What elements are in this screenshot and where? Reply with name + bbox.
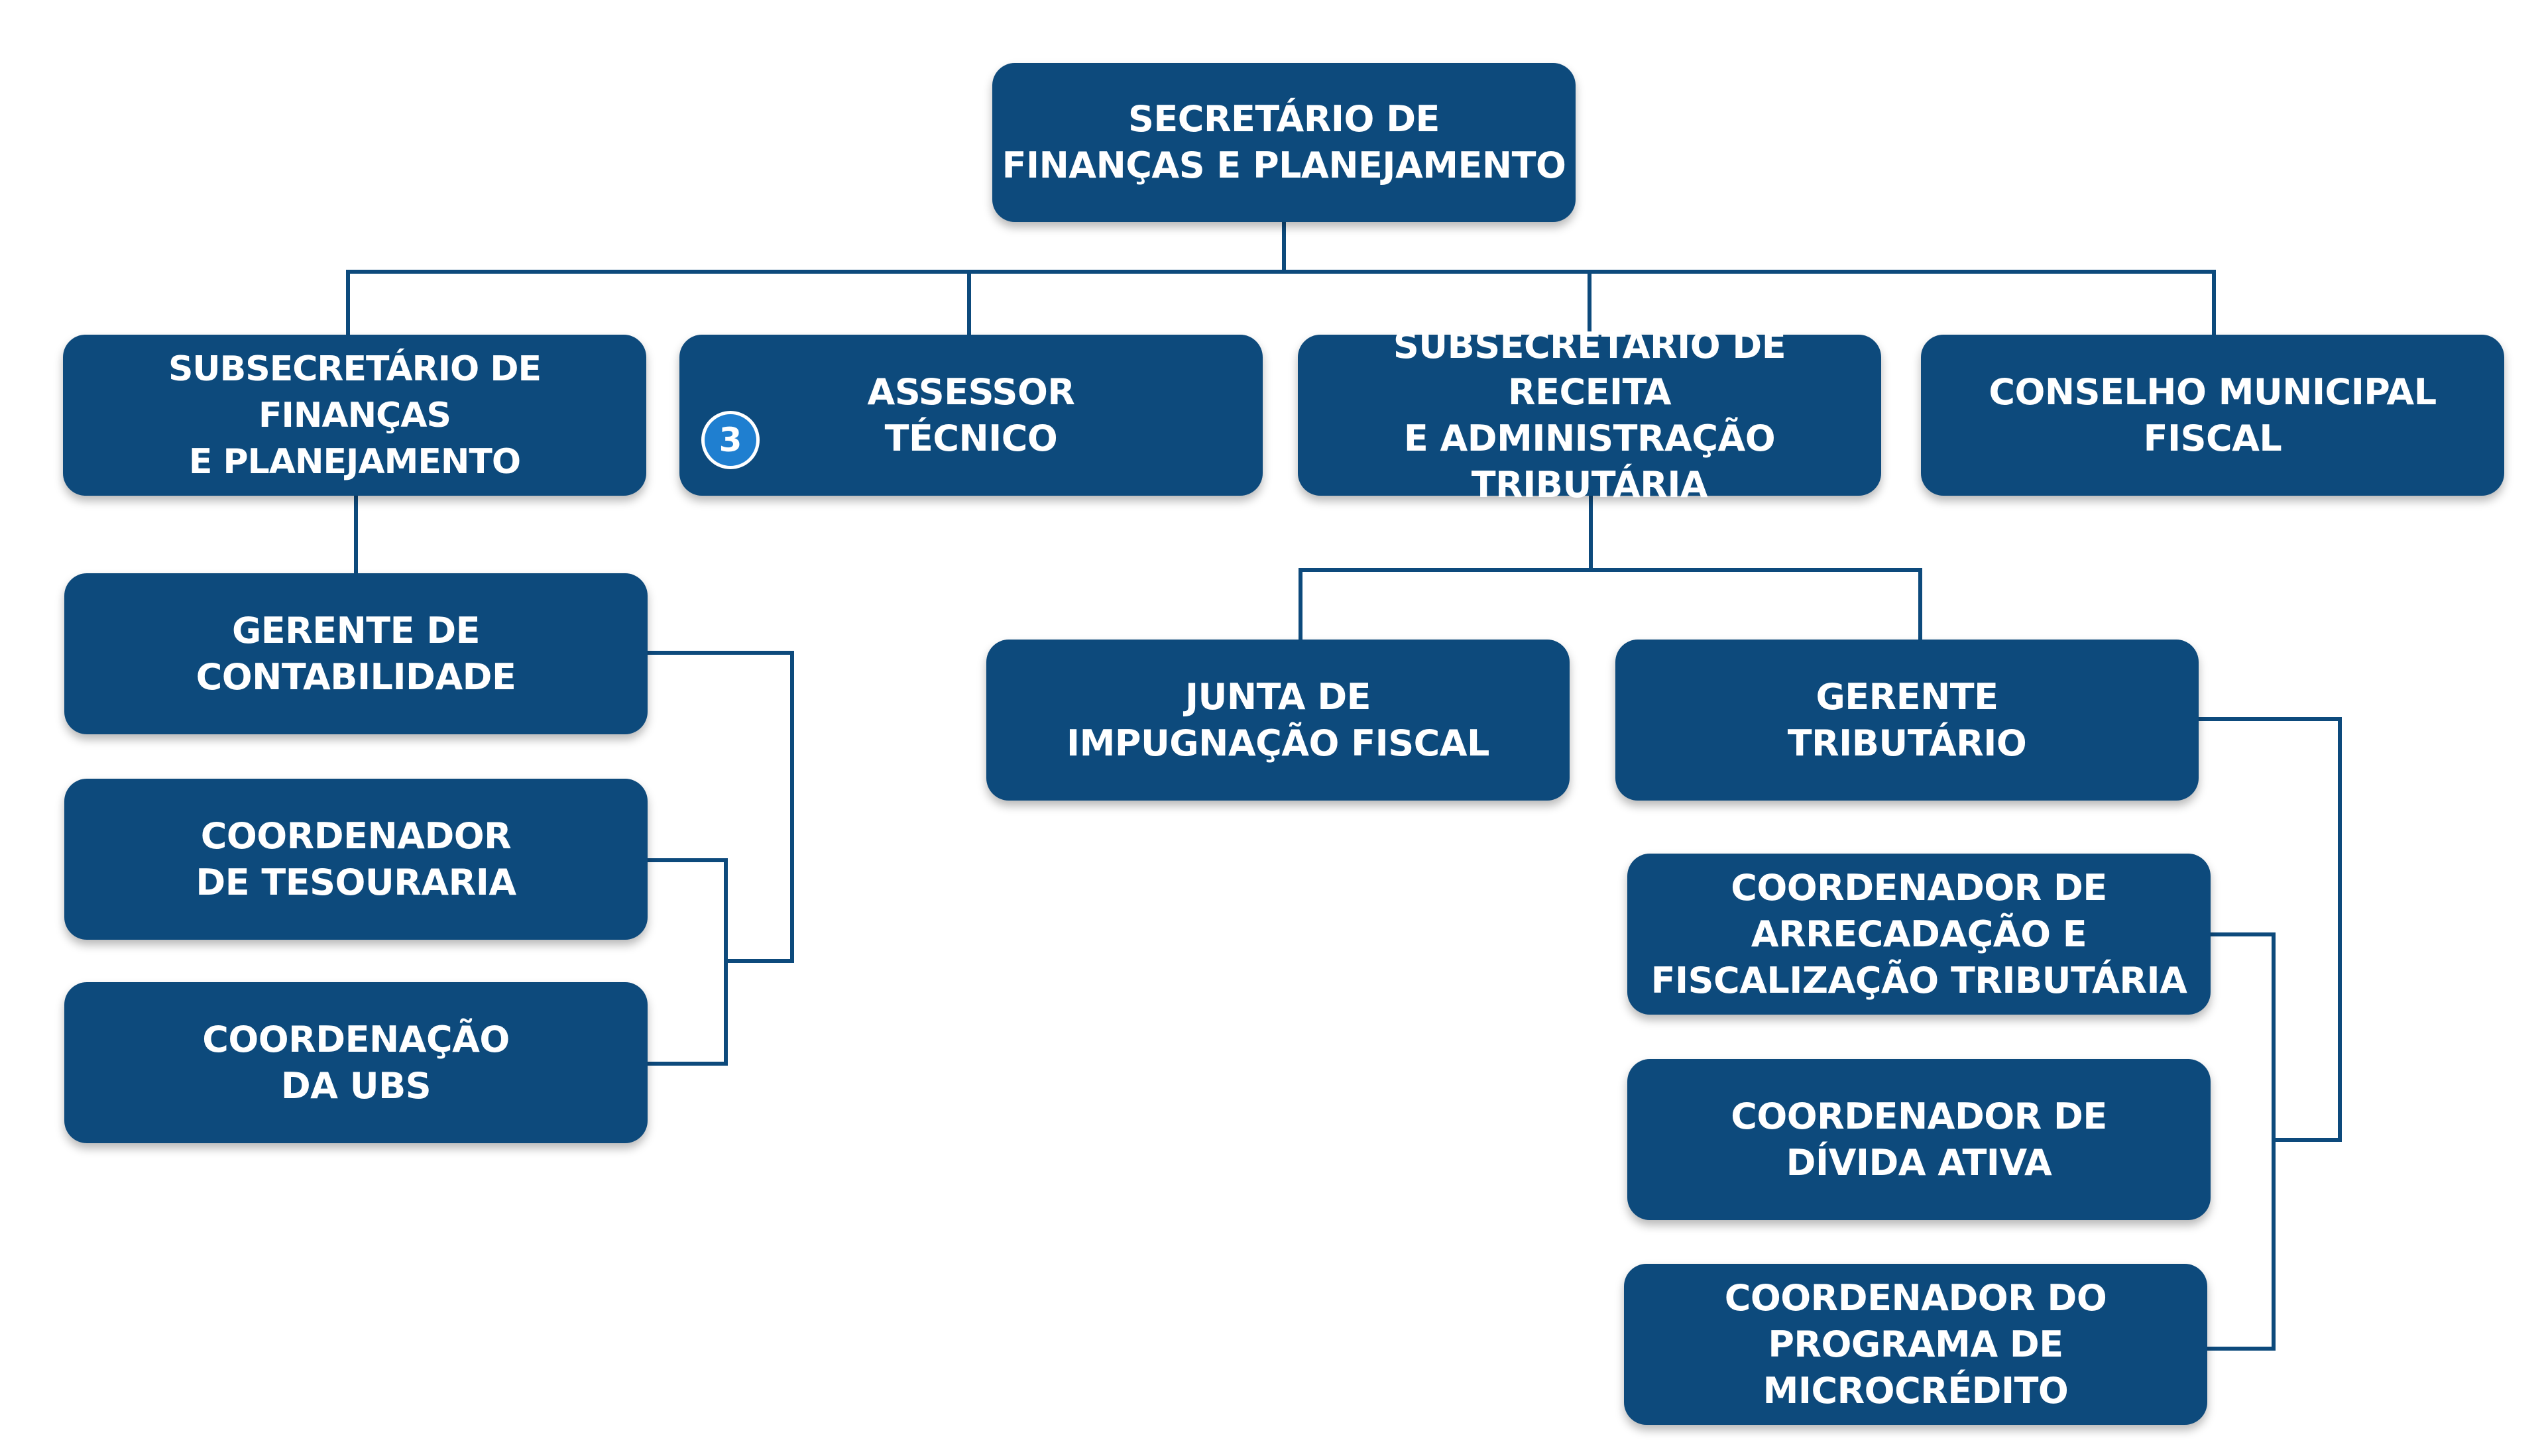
node-junta-impugnacao: JUNTA DE IMPUGNAÇÃO FISCAL bbox=[986, 640, 1570, 801]
node-coordenacao-ubs: COORDENAÇÃO DA UBS bbox=[64, 982, 648, 1143]
node-gerente-contabilidade: GERENTE DE CONTABILIDADE bbox=[64, 573, 648, 734]
node-label: ASSESSOR TÉCNICO bbox=[867, 370, 1075, 459]
node-secretario: SECRETÁRIO DE FINANÇAS E PLANEJAMENTO bbox=[992, 63, 1576, 222]
node-coordenador-microcredito: COORDENADOR DO PROGRAMA DE MICROCRÉDITO bbox=[1624, 1264, 2207, 1425]
node-label: CONSELHO MUNICIPAL FISCAL bbox=[1989, 370, 2437, 459]
number-badge: 3 bbox=[701, 411, 760, 469]
node-label: COORDENADOR DE DÍVIDA ATIVA bbox=[1731, 1095, 2107, 1184]
node-label: SUBSECRETÁRIO DE FINANÇAS E PLANEJAMENTO bbox=[168, 349, 542, 482]
node-label: GERENTE TRIBUTÁRIO bbox=[1787, 675, 2027, 764]
node-coordenador-arrecadacao: COORDENADOR DE ARRECADAÇÃO E FISCALIZAÇÃ… bbox=[1627, 854, 2211, 1015]
node-conselho: CONSELHO MUNICIPAL FISCAL bbox=[1921, 335, 2504, 496]
node-label: JUNTA DE IMPUGNAÇÃO FISCAL bbox=[1067, 675, 1489, 764]
node-label: SECRETÁRIO DE FINANÇAS E PLANEJAMENTO bbox=[1002, 98, 1566, 186]
node-coordenador-tesouraria: COORDENADOR DE TESOURARIA bbox=[64, 779, 648, 940]
node-label: COORDENADOR DE ARRECADAÇÃO E FISCALIZAÇÃ… bbox=[1650, 866, 2187, 1001]
node-subsecretario-receita: SUBSECRETÁRIO DE RECEITA E ADMINISTRAÇÃO… bbox=[1298, 325, 1881, 506]
node-label: COORDENADOR DE TESOURARIA bbox=[196, 814, 516, 903]
node-label: GERENTE DE CONTABILIDADE bbox=[196, 609, 516, 698]
node-label: SUBSECRETÁRIO DE RECEITA E ADMINISTRAÇÃO… bbox=[1393, 324, 1786, 506]
node-subsecretario-financas: SUBSECRETÁRIO DE FINANÇAS E PLANEJAMENTO bbox=[63, 335, 646, 496]
node-label: COORDENAÇÃO DA UBS bbox=[202, 1018, 510, 1107]
node-assessor: ASSESSOR TÉCNICO bbox=[679, 335, 1263, 496]
node-gerente-tributario: GERENTE TRIBUTÁRIO bbox=[1615, 640, 2199, 801]
node-coordenador-divida-ativa: COORDENADOR DE DÍVIDA ATIVA bbox=[1627, 1059, 2211, 1220]
node-label: COORDENADOR DO PROGRAMA DE MICROCRÉDITO bbox=[1724, 1276, 2107, 1412]
